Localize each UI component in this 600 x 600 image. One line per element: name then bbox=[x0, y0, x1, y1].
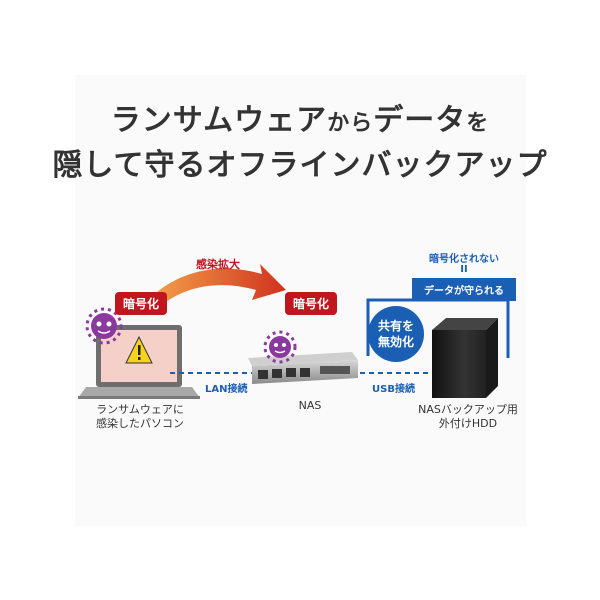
not-encrypted-label: 暗号化されない bbox=[412, 250, 516, 265]
pc-caption-line2: 感染したパソコン bbox=[70, 417, 210, 431]
data-protected-box: データが守られる bbox=[412, 278, 516, 301]
usb-label: USB接続 bbox=[372, 380, 415, 395]
nas-device bbox=[248, 352, 358, 384]
sharing-disabled-circle: 共有を 無効化 bbox=[368, 306, 424, 362]
external-hdd bbox=[432, 318, 498, 398]
sharing-disabled-line1: 共有を bbox=[378, 318, 414, 334]
spread-label: 感染拡大 bbox=[196, 256, 240, 272]
hdd-caption: NASバックアップ用 外付けHDD bbox=[408, 403, 528, 431]
hdd-caption-line1: NASバックアップ用 bbox=[408, 403, 528, 417]
pc-caption: ランサムウェアに 感染したパソコン bbox=[70, 403, 210, 431]
sharing-disabled-line2: 無効化 bbox=[378, 334, 414, 350]
hdd-caption-line2: 外付けHDD bbox=[408, 417, 528, 431]
lan-label: LAN接続 bbox=[205, 380, 247, 395]
pc-caption-line1: ランサムウェアに bbox=[70, 403, 210, 417]
pc-encrypted-badge: 暗号化 bbox=[115, 292, 167, 315]
nas-caption: NAS bbox=[270, 399, 350, 413]
nas-encrypted-badge: 暗号化 bbox=[285, 292, 337, 315]
equals-sign: II bbox=[412, 264, 516, 275]
